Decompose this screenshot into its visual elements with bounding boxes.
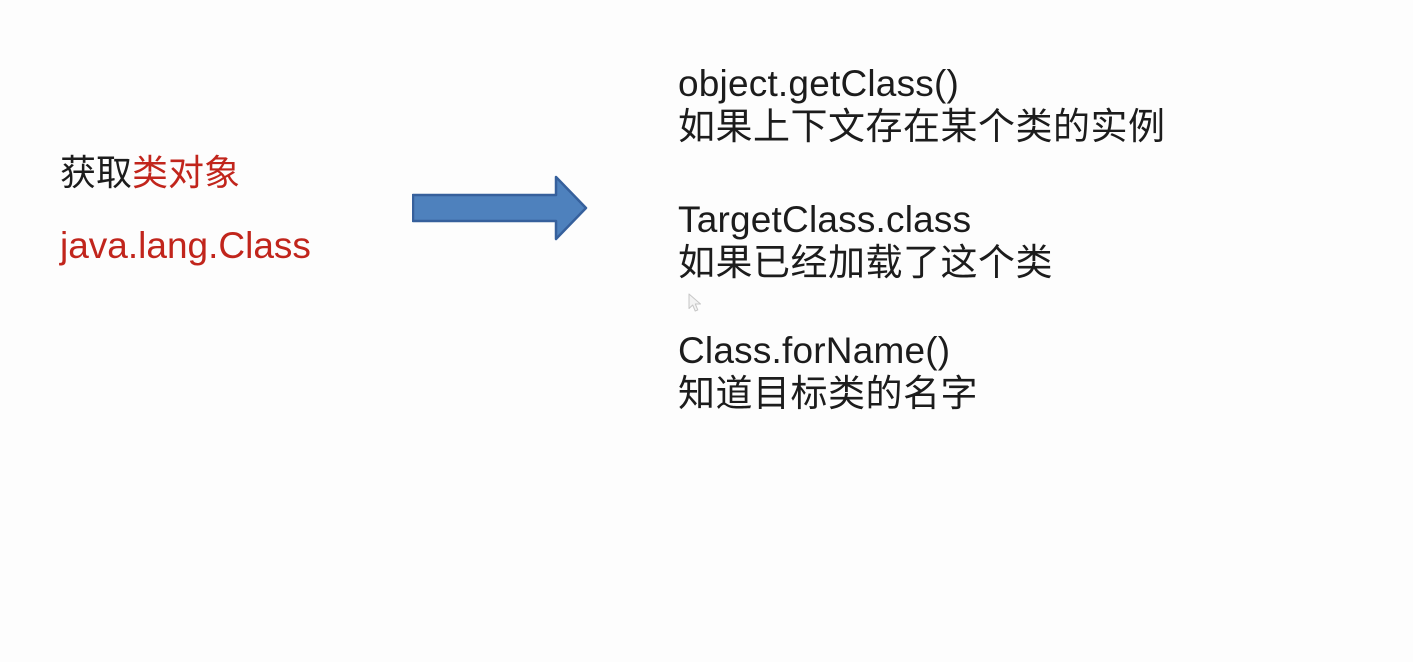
right-arrow-icon bbox=[412, 175, 588, 241]
left-title-prefix: 获取 bbox=[60, 152, 133, 193]
method-condition: 如果已经加载了这个类 bbox=[678, 242, 1053, 283]
left-title-highlight: 类对象 bbox=[132, 152, 241, 193]
left-title: 获取类对象 bbox=[60, 152, 240, 194]
method-condition: 知道目标类的名字 bbox=[678, 373, 978, 414]
mouse-pointer-icon bbox=[688, 293, 702, 312]
method-condition: 如果上下文存在某个类的实例 bbox=[678, 106, 1166, 147]
method-block-class-literal: TargetClass.class 如果已经加载了这个类 bbox=[678, 198, 1053, 284]
method-code: Class.forName() bbox=[678, 330, 951, 371]
method-block-getclass: object.getClass() 如果上下文存在某个类的实例 bbox=[678, 62, 1166, 148]
left-class-name: java.lang.Class bbox=[60, 225, 311, 266]
method-block-forname: Class.forName() 知道目标类的名字 bbox=[678, 329, 978, 415]
method-code: TargetClass.class bbox=[678, 199, 972, 240]
method-code: object.getClass() bbox=[678, 63, 960, 104]
